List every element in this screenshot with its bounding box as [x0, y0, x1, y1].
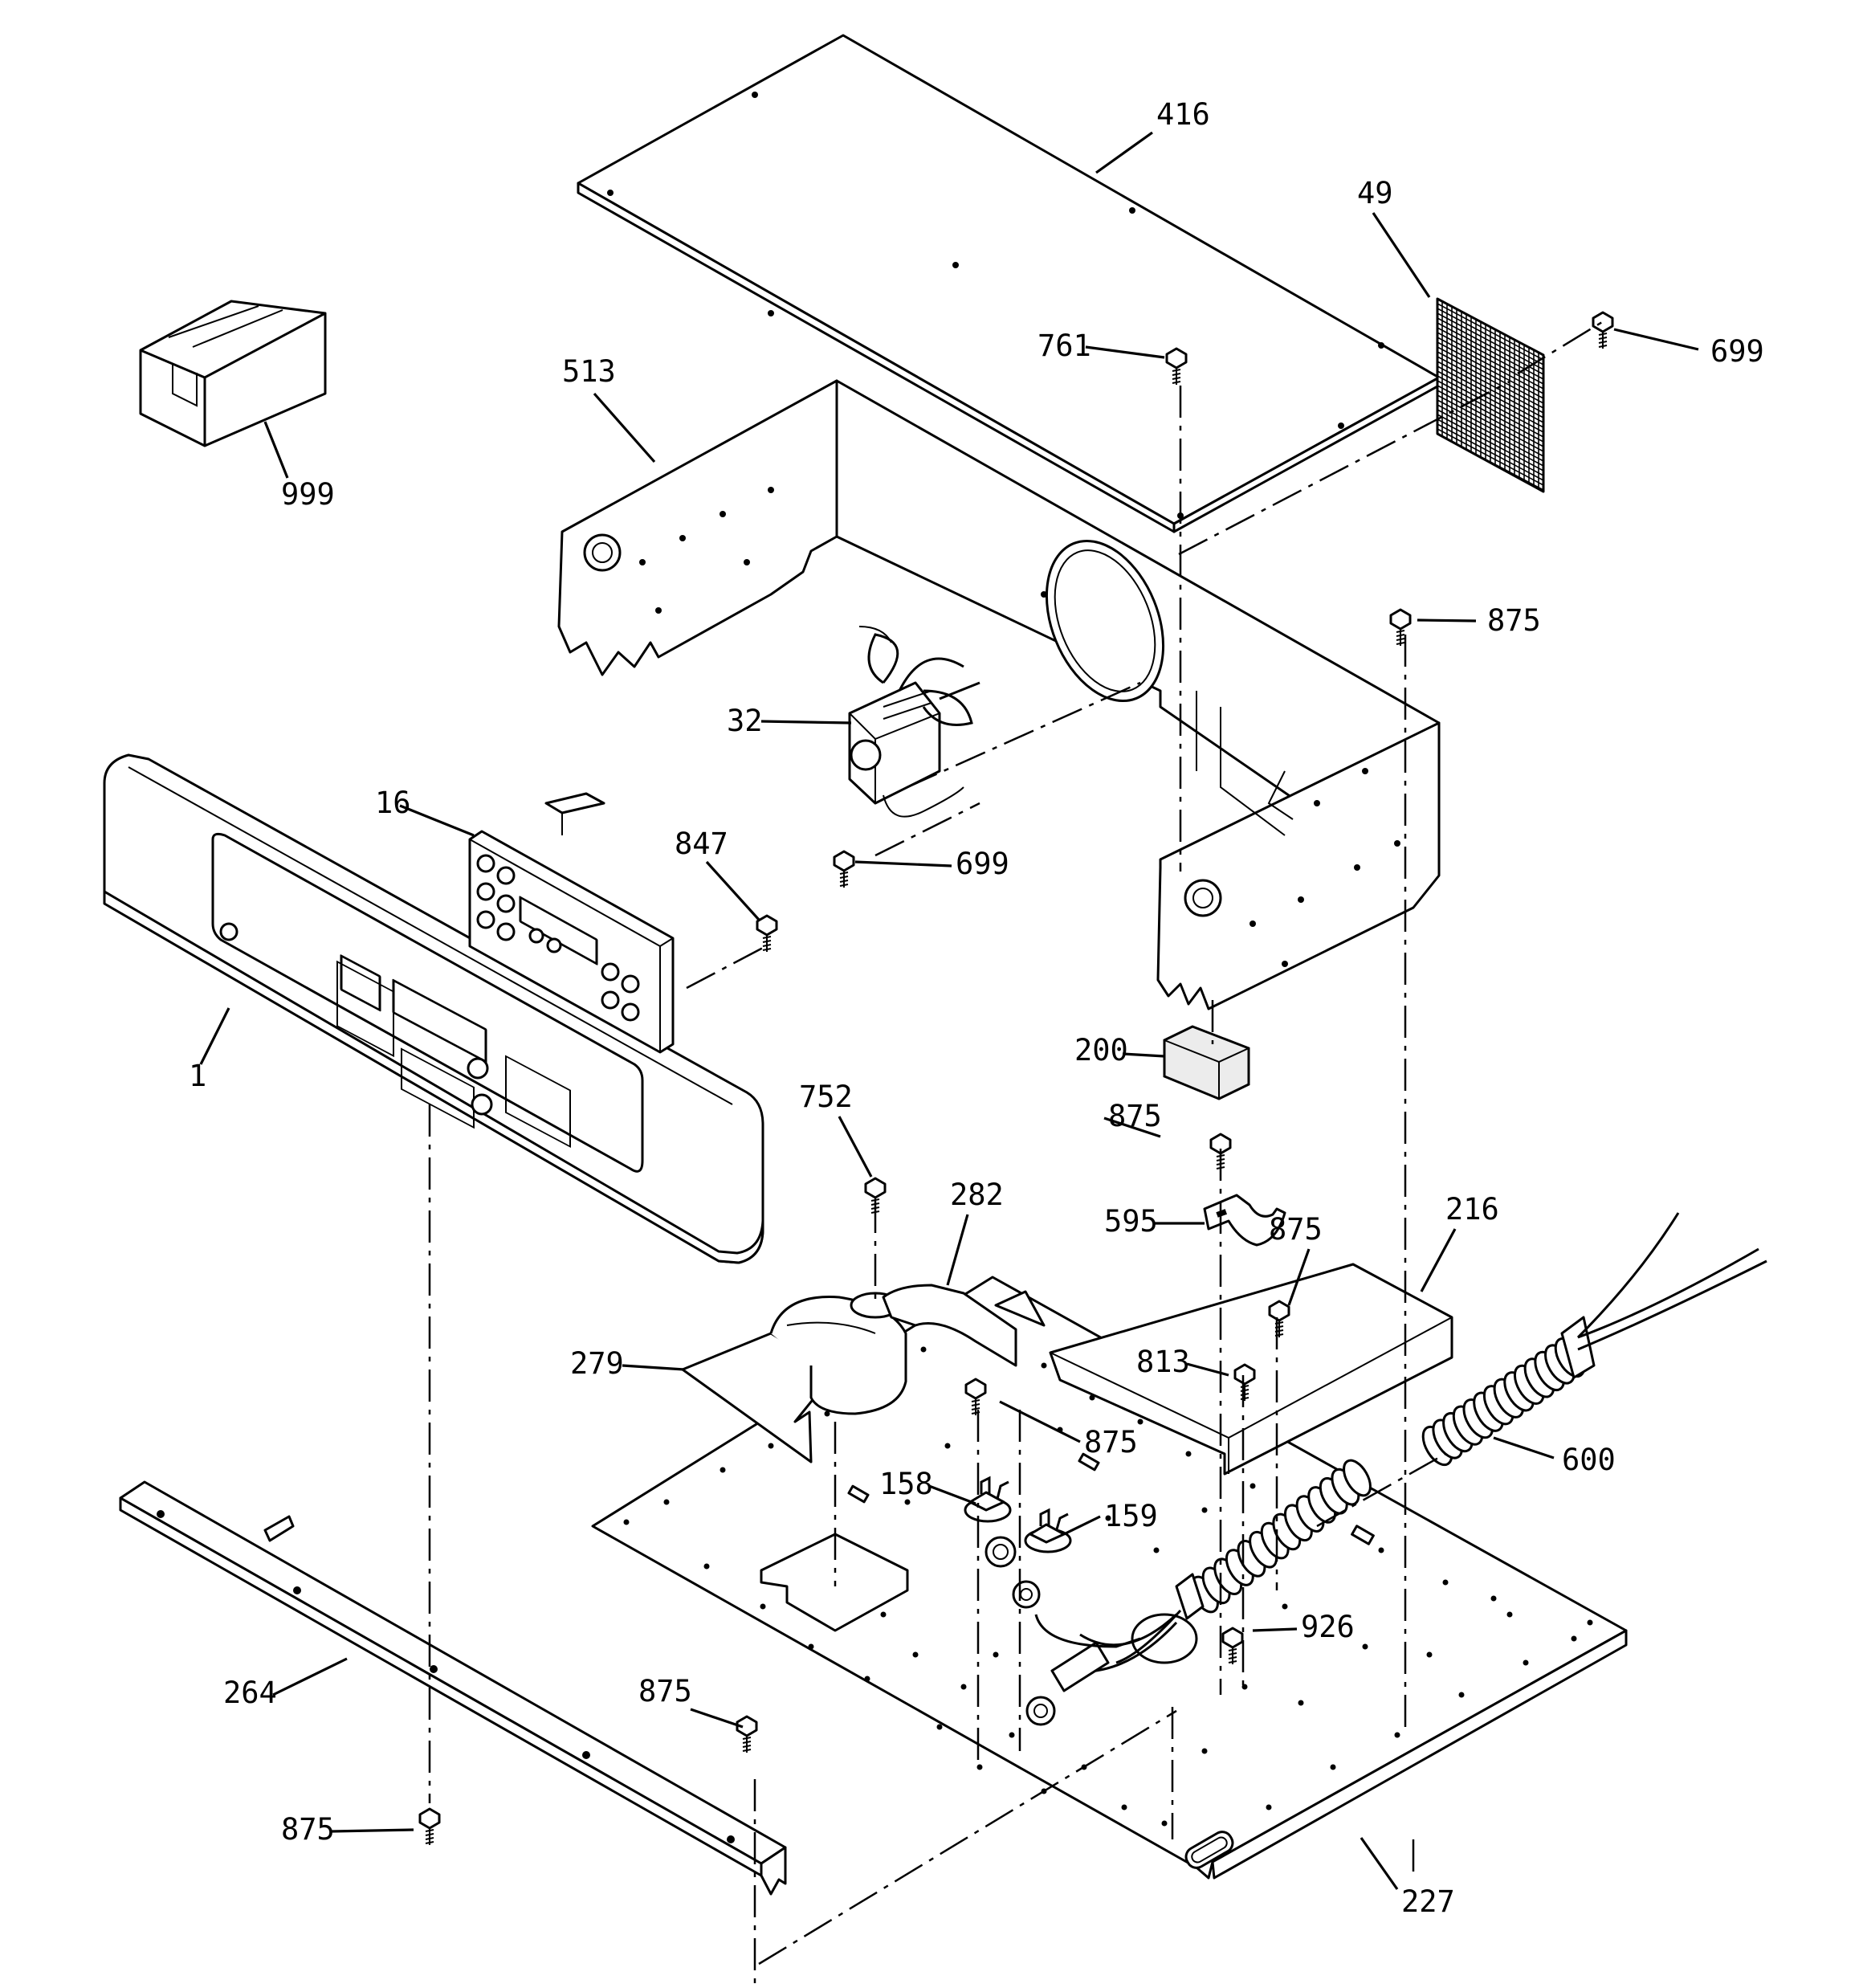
label-49: 49	[1357, 176, 1393, 210]
label-600: 600	[1562, 1443, 1616, 1477]
label-279: 279	[570, 1346, 624, 1381]
label-813: 813	[1136, 1345, 1190, 1379]
label-752: 752	[799, 1080, 853, 1114]
thermostat-159	[1024, 1508, 1072, 1553]
assembly-lines	[428, 318, 1607, 1988]
label-416: 416	[1156, 97, 1210, 132]
wire-conduit-600	[1034, 1212, 1767, 1692]
label-158: 158	[879, 1467, 933, 1501]
label-699b: 699	[956, 847, 1009, 881]
control-board-16	[468, 792, 675, 1054]
control-panel-1	[103, 753, 764, 1264]
label-264: 264	[223, 1676, 277, 1710]
label-875e: 875	[638, 1674, 692, 1708]
label-999: 999	[281, 477, 335, 512]
trim-bar-264	[119, 1480, 787, 1896]
label-847: 847	[675, 827, 728, 861]
top-panel-416	[577, 34, 1441, 533]
label-875f: 875	[281, 1812, 335, 1847]
label-513: 513	[562, 354, 616, 389]
label-1: 1	[189, 1059, 206, 1093]
label-32: 32	[727, 704, 763, 738]
label-200: 200	[1074, 1033, 1128, 1067]
duct-279	[681, 1290, 1046, 1463]
label-16: 16	[375, 786, 411, 820]
mesh-screen-49	[1436, 297, 1545, 493]
label-227: 227	[1401, 1884, 1455, 1919]
label-595: 595	[1104, 1204, 1158, 1239]
carton-box-999	[139, 300, 327, 447]
label-159: 159	[1104, 1499, 1158, 1533]
label-699a: 699	[1710, 334, 1764, 369]
label-875c: 875	[1269, 1212, 1323, 1247]
callout-leader-lines	[199, 131, 1699, 1890]
label-216: 216	[1445, 1192, 1499, 1227]
outer-wrap-513	[557, 379, 1441, 1010]
fan-motor-32	[848, 626, 980, 818]
bottom-plate-227	[591, 1276, 1628, 1880]
insulation-block-200	[1163, 1025, 1250, 1100]
label-875a: 875	[1487, 603, 1541, 638]
duct-282	[882, 1284, 1017, 1367]
label-875d: 875	[1084, 1425, 1138, 1459]
label-282: 282	[950, 1178, 1004, 1212]
label-875b: 875	[1108, 1099, 1162, 1133]
callout-labels: 416 49 699 761 513 999 875 32 16 847 699…	[189, 97, 1764, 1919]
screws	[418, 311, 1614, 1845]
label-926: 926	[1301, 1610, 1355, 1644]
label-761: 761	[1037, 329, 1091, 363]
